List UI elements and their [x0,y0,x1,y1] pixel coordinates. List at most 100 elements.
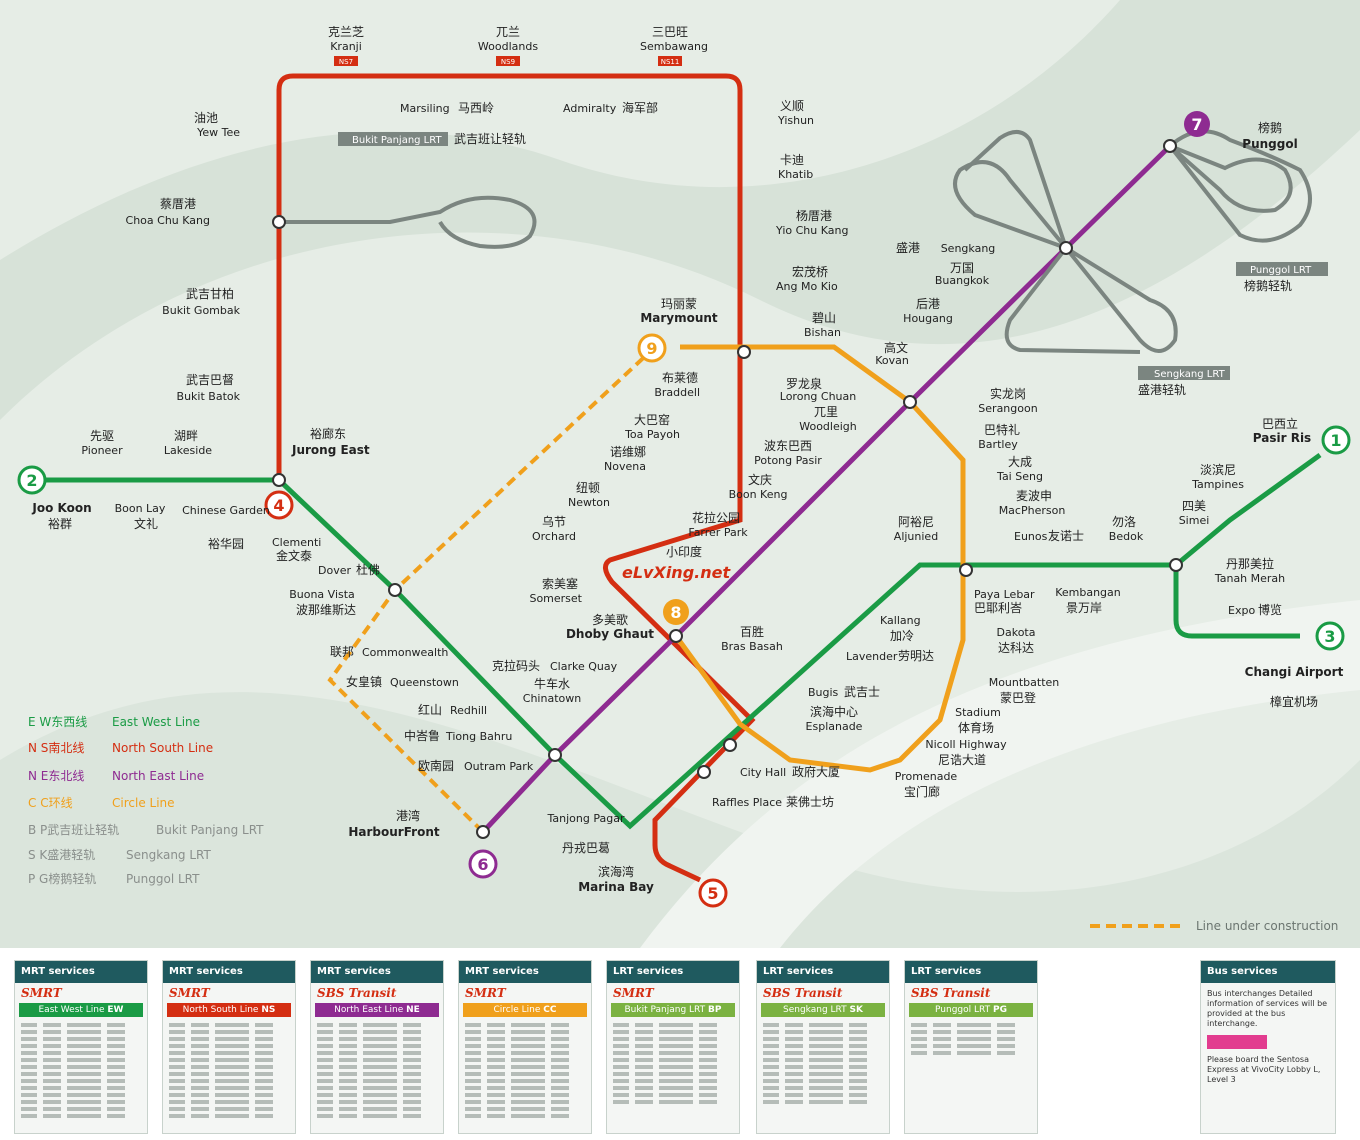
station-kallang-cn: 加冷 [890,629,914,643]
legend-ew-en: East West Line [112,715,200,729]
station-esplanade-en: Esplanade [806,720,863,733]
station-kranji-cn: 克兰芝 [328,24,364,39]
station-kembangan-cn: 景万岸 [1066,601,1102,615]
service-info-strip: MRT services SMRT East West Line EW MRT … [0,948,1360,1140]
station-buangkok-cn: 万国 [950,261,974,275]
station-hougang-cn: 后港 [916,297,940,311]
station-somerset-en: Somerset [529,592,582,605]
panel-line-label: East West Line EW [19,1003,143,1017]
station-tanjongpagar-en: Tanjong Pagar [547,812,625,825]
station-sembawang-en: Sembawang [640,40,708,53]
station-tampines-cn: 淡滨尼 [1200,462,1236,477]
svg-text:6: 6 [477,855,488,874]
background-swoosh [0,692,1360,948]
station-pioneer-cn: 先驱 [90,429,114,443]
service-panel-cc: MRT services SMRT Circle Line CC [458,960,592,1134]
station-bukitbatok-cn: 武吉巴督 [186,372,234,387]
station-buonavista-cn: 波那维斯达 [296,603,356,617]
panel-header: LRT services [905,961,1037,983]
panel-header: MRT services [163,961,295,983]
station-hougang-en: Hougang [903,312,953,325]
panel-line-label: Circle Line CC [463,1003,587,1017]
station-yiochukang-en: Yio Chu Kang [775,224,848,237]
station-woodleigh-en: Woodleigh [799,420,857,433]
station-simei-cn: 四美 [1182,499,1206,513]
station-commonwealth-cn: 联邦 [330,645,354,659]
service-panel-ns: MRT services SMRT North South Line NS [162,960,296,1134]
station-boonkeng-cn: 文庆 [748,472,772,487]
station-aljunied-cn: 阿裕尼 [898,514,934,529]
svg-text:9: 9 [646,339,657,358]
station-lakeside-cn: 湖畔 [174,428,198,443]
station-clarkequay-en: Clarke Quay [550,660,618,673]
station-redhill-cn: 红山 [418,702,442,717]
service-panel-ew: MRT services SMRT East West Line EW [14,960,148,1134]
station-bukitgombak-en: Bukit Gombak [162,304,240,317]
station-eunos-cn: 友诺士 [1048,529,1084,543]
pg-lrt-label: Punggol LRT [1250,265,1312,276]
north-east-line [481,144,1172,834]
station-jookoon-cn: 裕群 [48,516,72,531]
station-kovan-cn: 高文 [884,340,908,355]
bukit-panjang-lrt [279,195,537,249]
operator-logo: SBS Transit [317,986,397,1000]
background-swoosh [0,0,1360,420]
station-littleindia-cn: 小印度 [666,544,702,559]
schedule-rows [169,1023,289,1118]
line-number-2: 2 [17,465,47,495]
schedule-rows [465,1023,585,1118]
station-labels: 克兰芝 Kranji NS7 兀兰 Woodlands NS9 三巴旺 Semb… [31,24,1343,894]
legend-sk-en: Sengkang LRT [126,848,212,862]
station-newton-en: Newton [568,496,610,509]
legend-cc-en: Circle Line [112,796,175,810]
station-pioneer-en: Pioneer [81,444,123,457]
station-marymount-en: Marymount [640,311,718,325]
station-admiralty-cn: 海军部 [622,100,658,115]
station-punggol-cn: 榜鹅 [1258,120,1282,135]
station-expo-cn: 博览 [1258,602,1282,617]
station-marinabay-cn: 滨海湾 [598,864,634,879]
station-yiochukang-cn: 杨厝港 [796,208,832,223]
station-harbourfront-cn: 港湾 [396,808,420,823]
station-esplanade-cn: 滨海中心 [810,704,858,719]
station-outrampark-en: Outram Park [464,760,534,773]
service-panel-ne: MRT services SBS Transit North East Line… [310,960,444,1134]
east-west-line [40,452,1322,830]
station-marsiling-en: Marsiling [400,102,450,115]
svg-text:2: 2 [26,471,37,490]
station-yewtee-cn: 油池 [194,111,218,125]
station-payalebar-en: Paya Lebar [974,588,1035,601]
station-khatib-cn: 卡迪 [780,153,804,167]
station-cityhall-cn: 政府大厦 [792,764,840,779]
station-choachukang-cn: 蔡厝港 [160,197,196,211]
legend-pg-cn: P G榜鹅轻轨 [28,871,96,886]
station-boonlay-cn: 文礼 [134,516,158,531]
station-tanahmerah-cn: 丹那美拉 [1226,556,1274,571]
legend-ne-cn: N E东北线 [28,769,84,783]
station-pasirris-en: Pasir Ris [1253,431,1311,445]
bp-lrt-label: Bukit Panjang LRT [352,135,442,146]
line-number-8: 8 [663,599,689,625]
station-dhobyghaut-en: Dhoby Ghaut [566,627,654,641]
watermark: eLvXing.net [622,563,731,582]
station-marinabay-en: Marina Bay [578,880,654,894]
circle-line [327,344,966,834]
station-bugis-cn: 武吉士 [844,685,880,699]
station-serangoon-cn: 实龙岗 [990,386,1026,401]
legend-bp-en: Bukit Panjang LRT [156,823,264,837]
station-tiongbahru-en: Tiong Bahru [445,730,512,743]
service-panel-pg: LRT services SBS Transit Punggol LRT PG [904,960,1038,1134]
service-panel-bus: Bus services Bus interchanges Detailed i… [1200,960,1336,1134]
station-cityhall-en: City Hall [740,766,786,779]
station-braddell-cn: 布莱德 [662,370,698,385]
bus-note: Bus interchanges Detailed information of… [1207,989,1328,1028]
station-outrampark-cn: 欧南园 [418,758,454,773]
station-chinatown-cn: 牛车水 [534,676,570,691]
line-number-1: 1 [1321,425,1351,455]
station-expo-en: Expo [1228,604,1255,617]
line-number-3: 3 [1315,621,1345,651]
background-swoosh [640,600,1360,948]
station-stadium-cn: 体育场 [958,720,994,735]
station-harbourfront-en: HarbourFront [348,825,439,839]
station-woodleigh-cn: 兀里 [814,405,838,419]
